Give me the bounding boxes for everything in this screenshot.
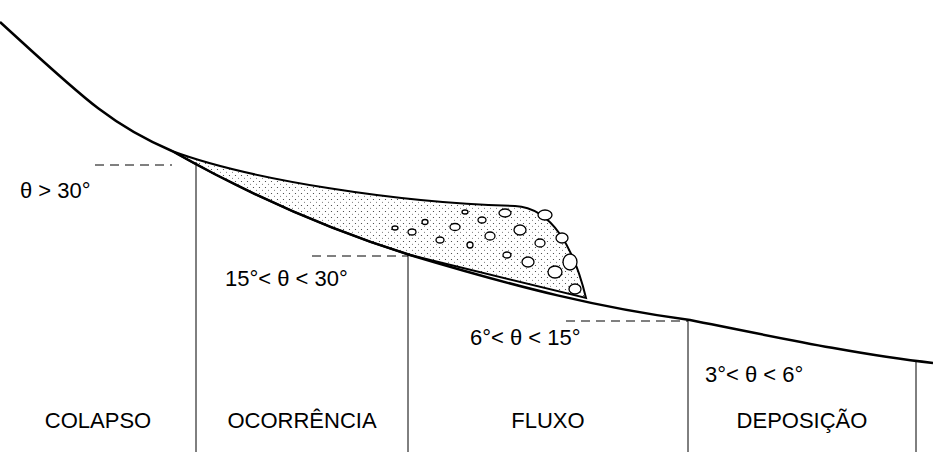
debris-boulders bbox=[392, 209, 581, 294]
zone-name: DEPOSIÇÃO bbox=[737, 408, 868, 433]
zone-name: FLUXO bbox=[511, 408, 584, 433]
angle-references bbox=[95, 165, 688, 321]
angle-label: 15°< θ < 30° bbox=[225, 266, 348, 291]
slope-profile bbox=[0, 22, 933, 363]
zone-dividers bbox=[196, 162, 916, 452]
zone-name: COLAPSO bbox=[45, 408, 151, 433]
angle-label: θ > 30° bbox=[20, 178, 91, 203]
angle-label: 3°< θ < 6° bbox=[705, 362, 803, 387]
debris-mass bbox=[172, 151, 586, 298]
angle-label: 6°< θ < 15° bbox=[470, 325, 581, 350]
zone-name: OCORRÊNCIA bbox=[227, 408, 376, 433]
